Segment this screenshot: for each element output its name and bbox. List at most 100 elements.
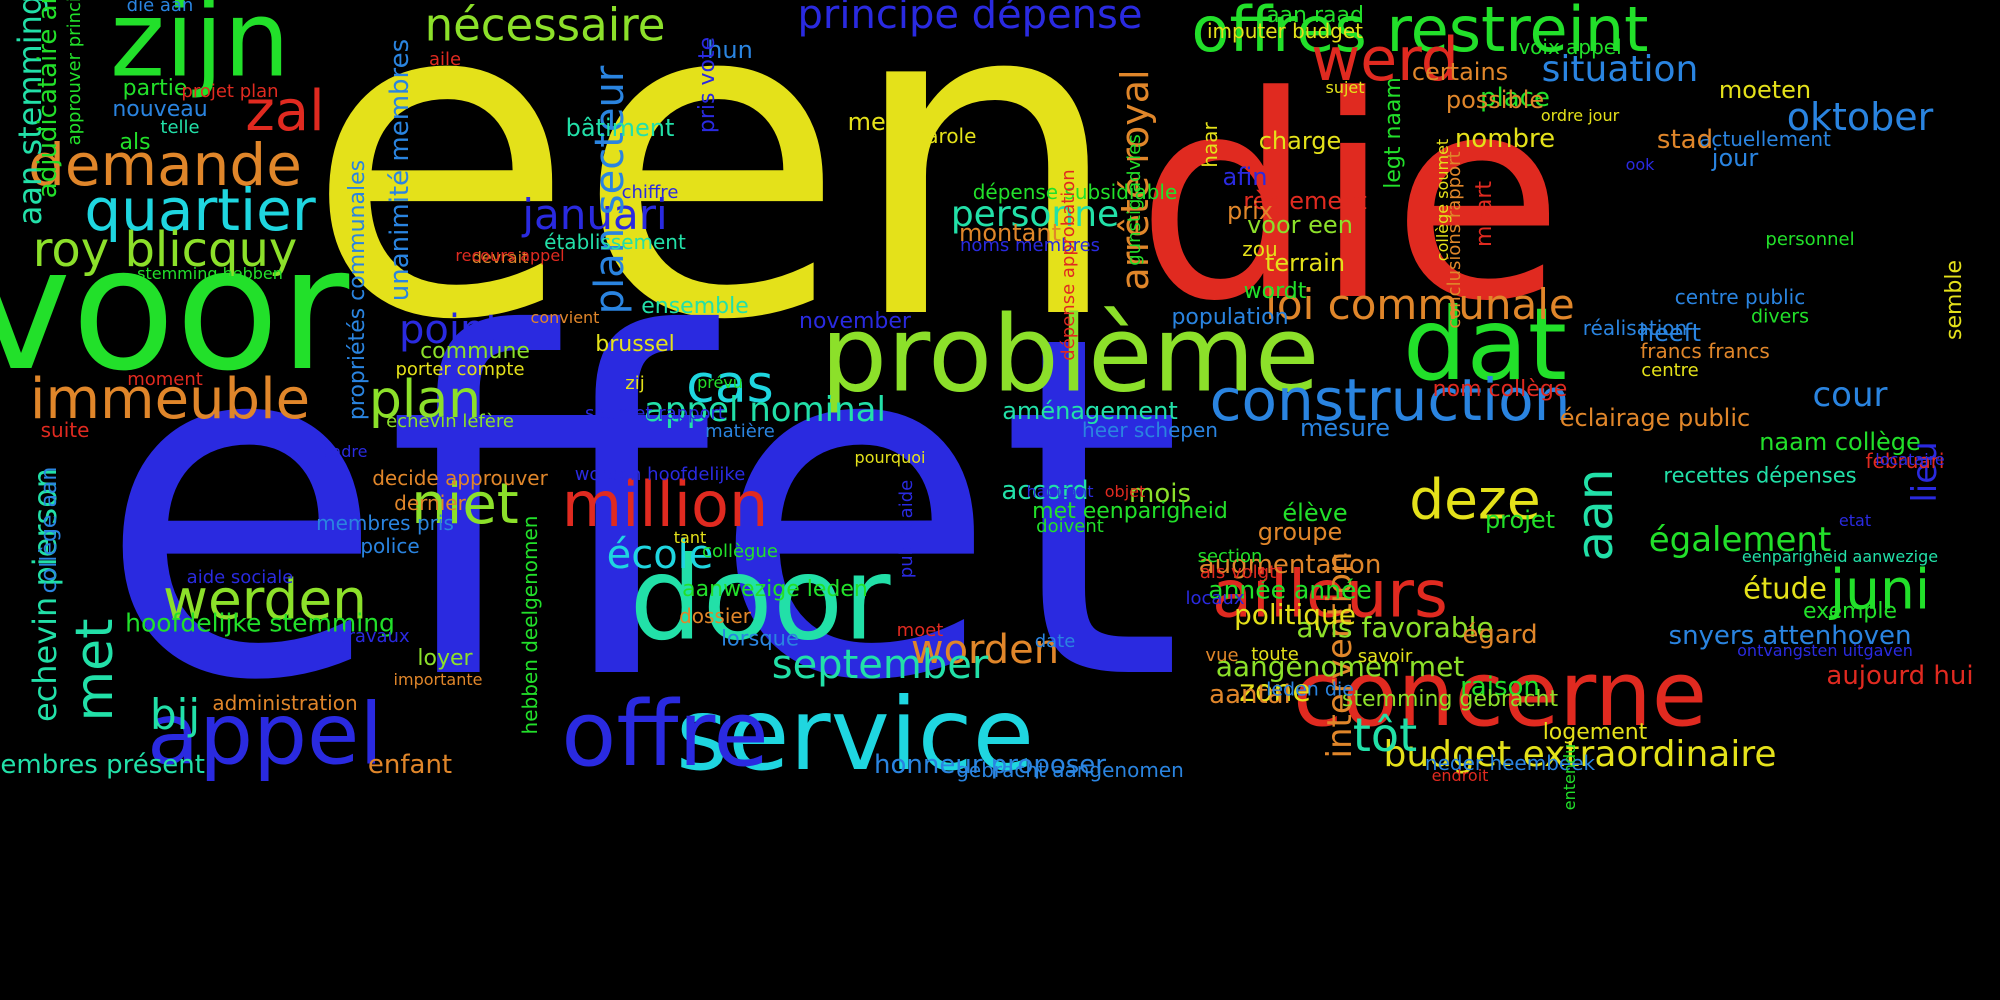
word-voor-een: voor een bbox=[1247, 211, 1353, 239]
word-met-eenparigheid: met eenparigheid bbox=[1032, 499, 1228, 524]
word-commune: commune bbox=[420, 339, 530, 364]
word-niet: niet bbox=[411, 472, 519, 537]
word-oktober: oktober bbox=[1786, 95, 1934, 139]
word-appel-nominal: appel nominal bbox=[644, 390, 886, 430]
word-een: een bbox=[304, 0, 1126, 416]
word-centre: centre bbox=[1641, 360, 1699, 381]
word-actuellement: actuellement bbox=[1699, 127, 1831, 151]
word-batiment: bâtiment bbox=[565, 114, 675, 142]
word-decide-approuver: decide approuver bbox=[372, 466, 548, 490]
word-logement: logement bbox=[1542, 720, 1648, 745]
word-gunstig-advies: gunstig advies bbox=[1124, 134, 1145, 266]
word-date: date bbox=[1034, 631, 1076, 652]
word-werden: werden bbox=[162, 567, 368, 632]
word-certains: certains bbox=[1411, 58, 1509, 86]
word-als-volgt: als volgt bbox=[1199, 562, 1277, 583]
word-brussel: brussel bbox=[595, 332, 675, 357]
word-demande: demande bbox=[28, 131, 302, 199]
word-ordre-jour: ordre jour bbox=[1540, 106, 1620, 125]
word-prevu: prévu bbox=[697, 373, 743, 392]
word-januari: januari bbox=[522, 190, 668, 239]
word-dat: dat bbox=[1403, 286, 1567, 403]
word-public-aide: public aide bbox=[896, 479, 917, 579]
word-roy-blicquy: roy blicquy bbox=[32, 222, 298, 278]
word-partie: partie bbox=[122, 76, 188, 101]
word-aan-raad: aan raad bbox=[1266, 3, 1364, 28]
word-accord: accord bbox=[1001, 476, 1089, 506]
word-conclusions-rapport: conclusions rapport bbox=[1444, 151, 1465, 329]
word-tot: tôt bbox=[1352, 708, 1418, 762]
word-recours-appel: recours appel bbox=[455, 246, 565, 265]
word-werd: werd bbox=[1311, 25, 1459, 95]
word-die-aan: die aan bbox=[126, 0, 194, 16]
word-aujourd-hui: aujourd hui bbox=[1826, 661, 1974, 691]
word-devrait: devrait bbox=[471, 248, 529, 267]
word-service: service bbox=[675, 676, 1035, 793]
word-habitant: habitant bbox=[1026, 482, 1094, 501]
word-aide-sociale: aide sociale bbox=[186, 567, 294, 588]
word-personne: personne bbox=[950, 194, 1120, 235]
word-collegue: collègue bbox=[702, 541, 778, 562]
word-aangenomen-met: aangenomen met bbox=[1215, 650, 1465, 683]
word-plan: plan bbox=[368, 370, 482, 430]
word-augmentation: augmentation bbox=[1198, 550, 1382, 580]
word-gebracht-aangenomen: gebracht aangenomen bbox=[956, 758, 1184, 782]
word-aan: aan bbox=[1566, 468, 1624, 562]
word-centre-public: centre public bbox=[1674, 285, 1806, 309]
word-deze: deze bbox=[1409, 467, 1541, 532]
word-eclairage-public: éclairage public bbox=[1559, 404, 1751, 432]
word-effet: effet bbox=[96, 236, 1184, 783]
word-population: population bbox=[1171, 305, 1289, 330]
word-voix-appel: voix appel bbox=[1518, 35, 1622, 59]
word-quartier: quartier bbox=[84, 176, 316, 244]
word-egard: égard bbox=[1462, 620, 1538, 650]
word-ecole: école bbox=[606, 532, 714, 578]
word-approuver-principe: approuver principe bbox=[64, 0, 85, 146]
word-met: met bbox=[65, 618, 125, 722]
word-adjudicataire-annuel: adjudicataire annuel bbox=[33, 0, 63, 199]
word-hebben-deelgenomen: hebben deelgenomen bbox=[518, 515, 542, 735]
word-annee-annee: année année bbox=[1208, 575, 1372, 605]
word-stemming-hebben: stemming hebben bbox=[137, 264, 283, 283]
word-etablissement: établissement bbox=[544, 230, 686, 254]
word-moeten: moeten bbox=[1718, 76, 1812, 104]
word-budget-extraordinaire: budget extraordinaire bbox=[1383, 734, 1777, 775]
word-heer-schepen: heer schepen bbox=[1082, 418, 1218, 442]
word-realisation: réalisation bbox=[1582, 316, 1688, 340]
word-dernier: dernier bbox=[394, 491, 466, 515]
word-doivent: doivent bbox=[1036, 516, 1104, 537]
word-bij: bij bbox=[150, 690, 200, 739]
word-hoofdelijke-stemming: hoofdelijke stemming bbox=[125, 608, 395, 638]
word-neder-heembeek: neder heembeek bbox=[1424, 751, 1596, 775]
word-terrain: terrain bbox=[1264, 249, 1346, 277]
word-importante: importante bbox=[393, 670, 483, 689]
word-soumet-rapport: soumet rapport bbox=[585, 403, 725, 424]
word-heeft: heeft bbox=[1638, 319, 1702, 347]
word-unanimite-membres: unanimité membres bbox=[385, 38, 415, 302]
word-die: die bbox=[1136, 37, 1564, 363]
word-savoir: savoir bbox=[1357, 646, 1413, 667]
word-possible: possible bbox=[1445, 86, 1545, 114]
word-groupe: groupe bbox=[1257, 518, 1343, 546]
word-cadre: cadre bbox=[322, 442, 368, 461]
word-worden: worden bbox=[910, 627, 1060, 673]
word-proprietes-communales: propriétés communales bbox=[345, 159, 370, 421]
word-situation: situation bbox=[1541, 49, 1699, 90]
word-aanwezige-leden: aanwezige leden bbox=[682, 577, 868, 602]
word-lorsque: lorsque bbox=[721, 626, 799, 651]
word-stemming-gebracht: stemming gebracht bbox=[1341, 687, 1559, 712]
word-concerne: concerne bbox=[1292, 642, 1708, 747]
word-nom-college: nom collège bbox=[1432, 377, 1568, 402]
word-chiffre: chiffre bbox=[621, 182, 679, 203]
word-legt-naam: legt naam bbox=[1381, 77, 1406, 189]
word-honneur-proposer: honneur proposer bbox=[874, 750, 1106, 780]
word-zone: zone bbox=[1239, 674, 1311, 709]
word-worden-hoofdelijke: worden hoofdelijke bbox=[574, 464, 746, 485]
word-echevin-lefere: echevin lefère bbox=[386, 411, 514, 432]
word-leden-die: leden die bbox=[1266, 678, 1354, 701]
word-pris-vote: pris vote bbox=[695, 36, 720, 134]
word-loi-communale: loi communale bbox=[1265, 280, 1575, 329]
word-depense-subsidiable: dépense subsidiable bbox=[972, 180, 1178, 204]
word-etat: etat bbox=[1838, 511, 1872, 530]
word-door: door bbox=[629, 532, 891, 667]
